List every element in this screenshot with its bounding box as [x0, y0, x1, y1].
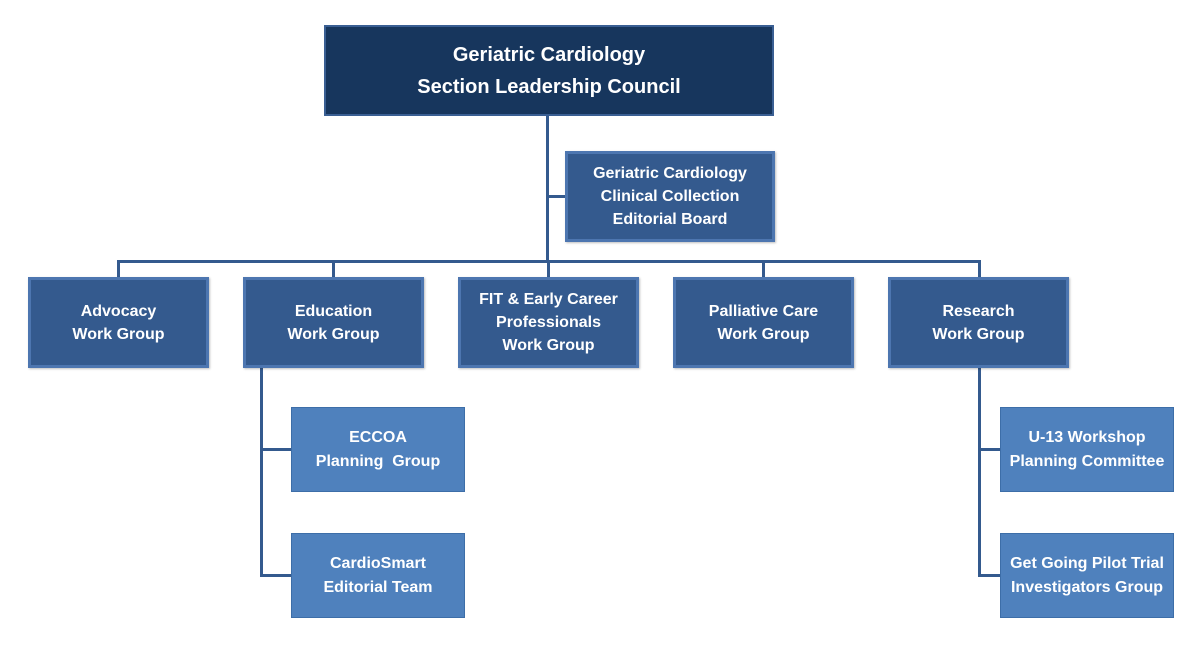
connector-drop-education [332, 260, 335, 279]
connector-drop-palliative [762, 260, 765, 279]
node-eccoa-planning-group[interactable]: ECCOA Planning Group [291, 407, 465, 492]
node-get-going-pilot-trial-investigators[interactable]: Get Going Pilot Trial Investigators Grou… [1000, 533, 1174, 618]
node-label-line: Education [294, 302, 373, 320]
node-label-line: Work Group [287, 325, 380, 343]
node-label-line: Work Group [717, 325, 810, 343]
node-clinical-collection-editorial-board[interactable]: Geriatric Cardiology Clinical Collection… [565, 151, 775, 242]
node-label-line: Palliative Care [708, 302, 819, 320]
connector-drop-research [978, 260, 981, 279]
node-label-line: Work Group [932, 325, 1025, 343]
connector-side-board [546, 195, 568, 198]
node-education-work-group[interactable]: Education Work Group [243, 277, 424, 368]
node-label-line: Section Leadership Council [417, 75, 681, 98]
node-fit-early-career-work-group[interactable]: FIT & Early Career Professionals Work Gr… [458, 277, 639, 368]
connector-research-u13 [978, 448, 1002, 451]
node-label-line: Geriatric Cardiology [452, 43, 646, 66]
connector-research-trunk [978, 367, 981, 577]
node-research-work-group[interactable]: Research Work Group [888, 277, 1069, 368]
node-label-line: Clinical Collection [600, 188, 740, 205]
node-label-line: FIT & Early Career [479, 291, 618, 308]
node-label-line: Investigators Group [1010, 578, 1164, 596]
node-label-line: Geriatric Cardiology [593, 165, 747, 182]
node-label-line: CardioSmart [329, 554, 427, 572]
node-label-line: Get Going Pilot Trial [1010, 554, 1164, 572]
node-label-line: Editorial Team [323, 578, 433, 596]
node-label-line: U-13 Workshop [1028, 428, 1146, 446]
node-advocacy-work-group[interactable]: Advocacy Work Group [28, 277, 209, 368]
node-label-line: Advocacy [80, 302, 157, 320]
node-label-line: Editorial Board [612, 211, 728, 228]
node-label-line: Planning Committee [1009, 452, 1165, 470]
connector-root-trunk [546, 115, 549, 263]
node-label-line: Professionals [496, 314, 601, 331]
node-palliative-care-work-group[interactable]: Palliative Care Work Group [673, 277, 854, 368]
connector-education-trunk [260, 367, 263, 577]
connector-drop-fit [547, 260, 550, 279]
node-label-line: Work Group [72, 325, 165, 343]
connector-education-cardiosmart [260, 574, 292, 577]
node-label-line: Planning Group [315, 452, 441, 470]
connector-research-getgoing [978, 574, 1002, 577]
connector-drop-advocacy [117, 260, 120, 279]
node-label-line: ECCOA [349, 428, 407, 446]
node-section-leadership-council[interactable]: Geriatric Cardiology Section Leadership … [324, 25, 774, 116]
node-u13-workshop-planning-committee[interactable]: U-13 Workshop Planning Committee [1000, 407, 1174, 492]
node-cardiosmart-editorial-team[interactable]: CardioSmart Editorial Team [291, 533, 465, 618]
node-label-line: Research [942, 302, 1015, 320]
node-label-line: Work Group [502, 337, 595, 354]
connector-education-eccoa [260, 448, 292, 451]
